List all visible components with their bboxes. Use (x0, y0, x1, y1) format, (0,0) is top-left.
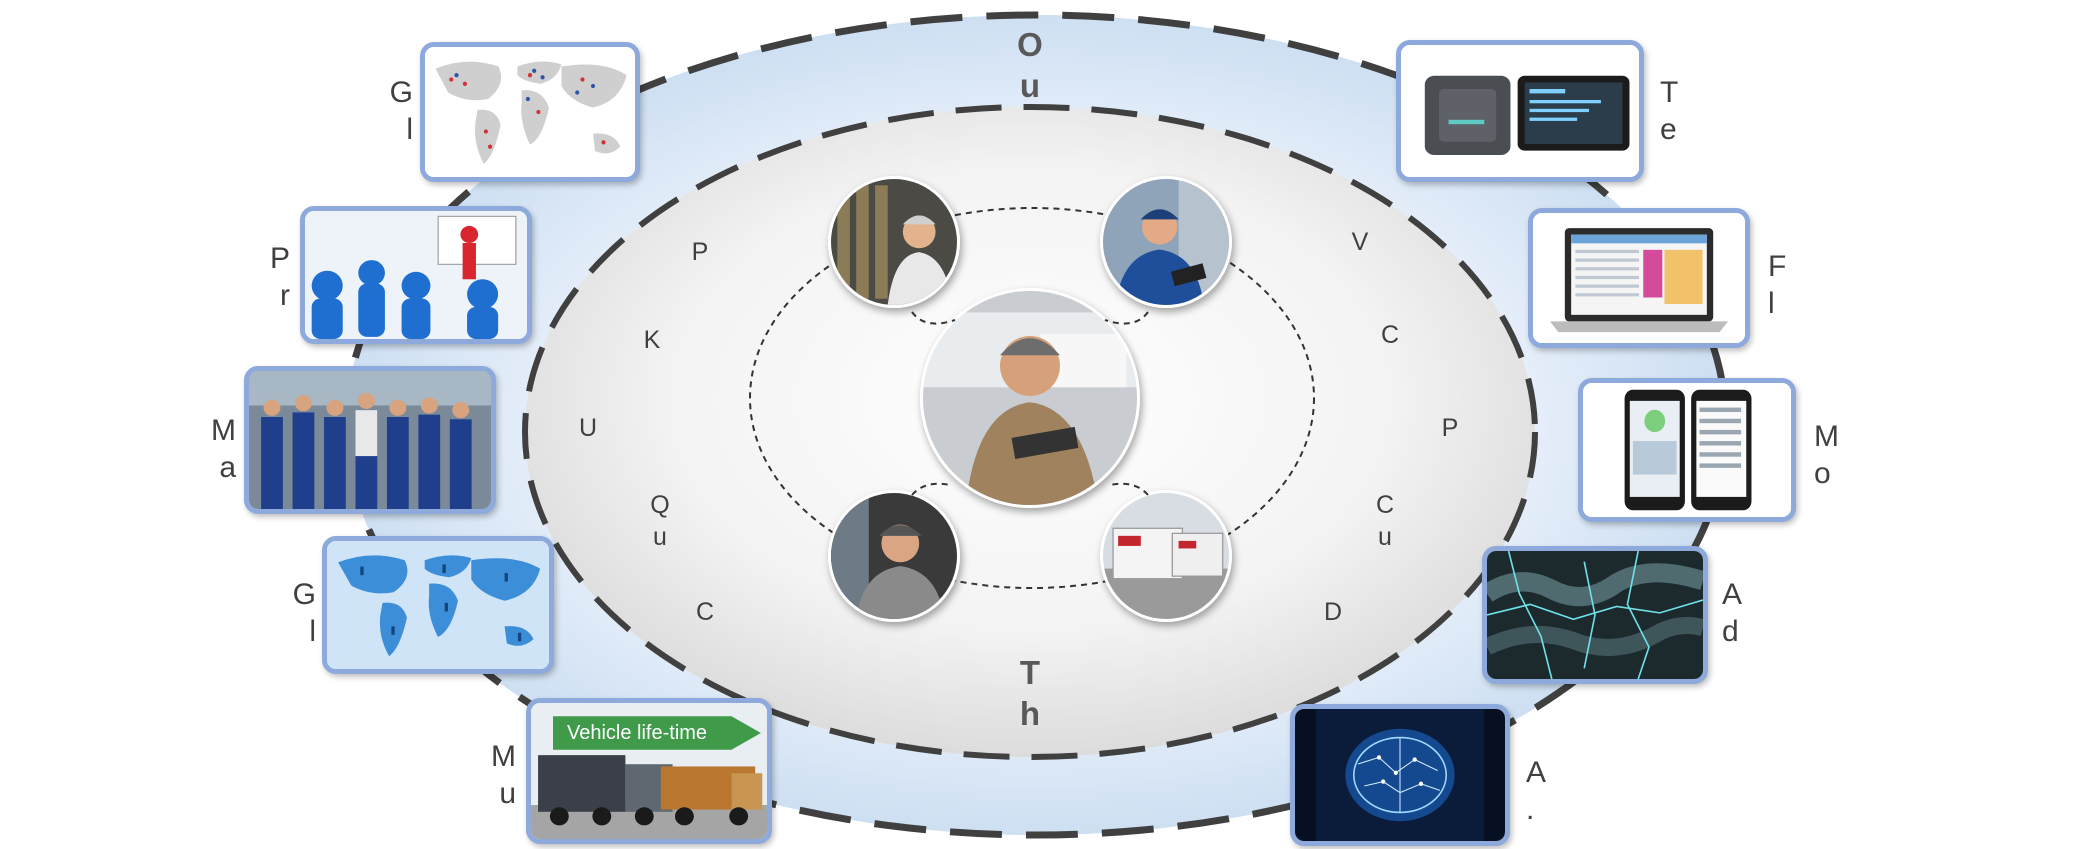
vehicle-life-time-badge: Vehicle life-time (567, 722, 708, 744)
label-global-service: G l (150, 74, 413, 148)
label-line: e (1660, 113, 1677, 146)
label-line: l (406, 113, 413, 146)
inner-title: T h (800, 652, 1260, 734)
label-fleet-saas: F l (1768, 248, 2028, 322)
requirement-line: C (695, 598, 715, 626)
requirement-compliance: C (1310, 319, 1470, 351)
outer-title: O u (920, 24, 1140, 106)
label-line: r (280, 279, 290, 312)
tile-multi-brand: Vehicle life-time (526, 698, 772, 844)
label-line: o (1814, 457, 1831, 490)
tile-distribution (322, 536, 554, 674)
requirement-line: u (653, 523, 667, 551)
tile-mobile-apps (1578, 378, 1796, 522)
requirement-know-how: K (572, 324, 732, 356)
requirement-line: P (691, 238, 709, 266)
requirement-choice: C (640, 596, 770, 628)
people-ring (749, 207, 1315, 589)
requirement-line: C (1375, 491, 1395, 519)
label-line: l (1768, 287, 1775, 320)
label-line: d (1722, 615, 1739, 648)
label-training: P r (6, 240, 290, 314)
requirement-productivity: P (1365, 412, 1535, 444)
label-line: u (499, 777, 516, 810)
outer-title-line: O (1017, 26, 1043, 63)
photo-truck-driver (828, 490, 960, 622)
tile-fleet-saas (1528, 208, 1750, 348)
inner-title-line: T (1019, 654, 1041, 691)
label-analytics: A d (1722, 576, 2022, 650)
requirement-line: D (1323, 598, 1343, 626)
label-line: M (491, 740, 516, 773)
tile-training (300, 206, 532, 344)
inner-title-line: h (1019, 695, 1041, 732)
photo-parts-worker (828, 176, 960, 308)
smartphones-icon (1583, 383, 1791, 517)
label-ai: A . (1526, 754, 1756, 828)
training-icon (305, 211, 527, 339)
label-line: P (269, 242, 290, 275)
label-line: F (1768, 250, 1787, 283)
tile-ai (1290, 704, 1510, 846)
label-line: M (1814, 420, 1839, 453)
requirement-proximity: P (630, 236, 770, 268)
photo-driver-tablet (920, 288, 1140, 508)
requirement-line: Q (650, 491, 670, 519)
requirement-line: u (1378, 523, 1392, 551)
requirement-line: C (1380, 321, 1400, 349)
label-line: A (1526, 756, 1547, 789)
label-multi-brand: M u (320, 738, 516, 812)
requirement-quick-response: Q u (590, 489, 730, 553)
tile-analytics (1482, 546, 1708, 684)
label-line: G (389, 76, 413, 109)
label-telematics: T e (1660, 74, 1920, 148)
mechanics-team-icon (249, 371, 491, 509)
tile-telematics (1396, 40, 1644, 182)
telematics-device-icon (1401, 45, 1639, 177)
label-mobile-apps: M o (1814, 418, 2072, 492)
tile-global-service (420, 42, 640, 182)
label-line: l (309, 615, 316, 648)
requirement-uptime: U (528, 412, 648, 444)
requirement-line: V (1351, 228, 1369, 256)
requirement-line: U (578, 414, 598, 442)
analytics-map-icon (1487, 551, 1703, 679)
lifetime-arrow-icon (553, 716, 761, 750)
requirement-differentiation: D (1248, 596, 1418, 628)
label-line: T (1660, 76, 1679, 109)
distribution-map-icon (327, 541, 549, 669)
requirement-visibility: V (1295, 226, 1425, 258)
photo-delivery-trucks (1100, 490, 1232, 622)
laptop-icon (1533, 213, 1745, 343)
label-distribution: G l (120, 576, 316, 650)
label-maintenance: M a (40, 412, 236, 486)
label-line: . (1526, 793, 1535, 826)
photo-warehouse-worker (1100, 176, 1232, 308)
label-line: a (219, 451, 236, 484)
label-line: G (292, 578, 316, 611)
requirement-customer-satisfaction: C u (1305, 489, 1465, 553)
label-line: A (1722, 578, 1743, 611)
requirement-line: K (643, 326, 661, 354)
world-map-icon (425, 47, 635, 177)
label-line: M (211, 414, 236, 447)
requirement-line: P (1441, 414, 1459, 442)
outer-title-line: u (1019, 67, 1041, 104)
ai-brain-icon (1295, 709, 1505, 841)
tile-maintenance (244, 366, 496, 514)
